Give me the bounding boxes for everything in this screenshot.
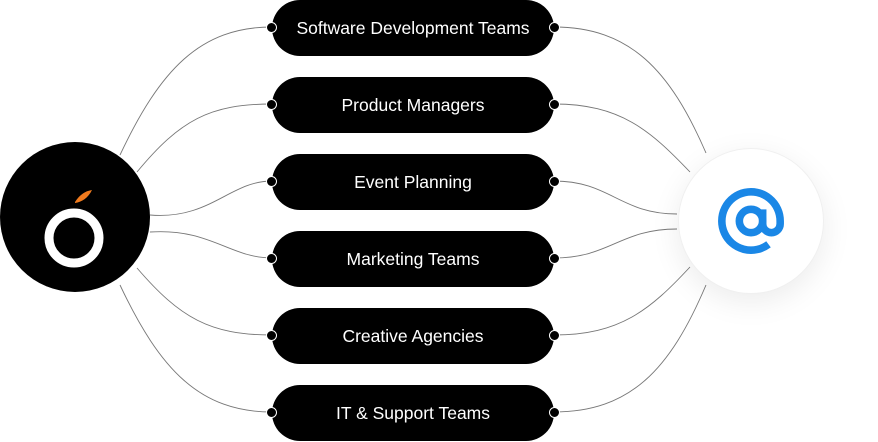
connector-dot — [549, 22, 560, 33]
connector — [553, 266, 691, 336]
connector-dot — [549, 253, 560, 264]
connector-dot — [549, 176, 560, 187]
connector — [136, 103, 273, 173]
connector-dot — [549, 99, 560, 110]
category-pill-it-support: IT & Support Teams — [266, 385, 560, 441]
connector-dot — [266, 407, 277, 418]
pill-label: Creative Agencies — [342, 325, 484, 346]
pill-label: Marketing Teams — [346, 248, 480, 269]
connector-dot — [266, 253, 277, 264]
target-app-node — [678, 148, 824, 294]
category-pill-creative-agencies: Creative Agencies — [266, 308, 560, 364]
connector — [553, 180, 678, 215]
connector-dot — [266, 176, 277, 187]
connector — [553, 103, 691, 173]
connector — [553, 26, 707, 154]
pill-label: Software Development Teams — [296, 17, 530, 38]
pill-label: IT & Support Teams — [335, 402, 490, 423]
connector — [119, 26, 273, 156]
connector — [136, 267, 273, 336]
orange-logo-icon — [44, 190, 104, 268]
category-pill-software-development: Software Development Teams — [266, 0, 560, 56]
connector — [553, 228, 678, 259]
category-pill-product-managers: Product Managers — [266, 77, 560, 133]
category-pill-event-planning: Event Planning — [266, 154, 560, 210]
connector-dot — [266, 22, 277, 33]
connector — [149, 180, 273, 216]
source-app-node — [0, 142, 150, 292]
category-pill-marketing-teams: Marketing Teams — [266, 231, 560, 287]
connector-dot — [549, 330, 560, 341]
connector-dot — [266, 330, 277, 341]
connector — [149, 231, 273, 259]
connector-dot — [266, 99, 277, 110]
pill-label: Product Managers — [341, 94, 485, 115]
connector-dot — [549, 407, 560, 418]
connector — [553, 284, 707, 413]
pill-label: Event Planning — [354, 171, 472, 192]
at-sign-icon — [718, 188, 784, 254]
connector — [119, 284, 273, 413]
